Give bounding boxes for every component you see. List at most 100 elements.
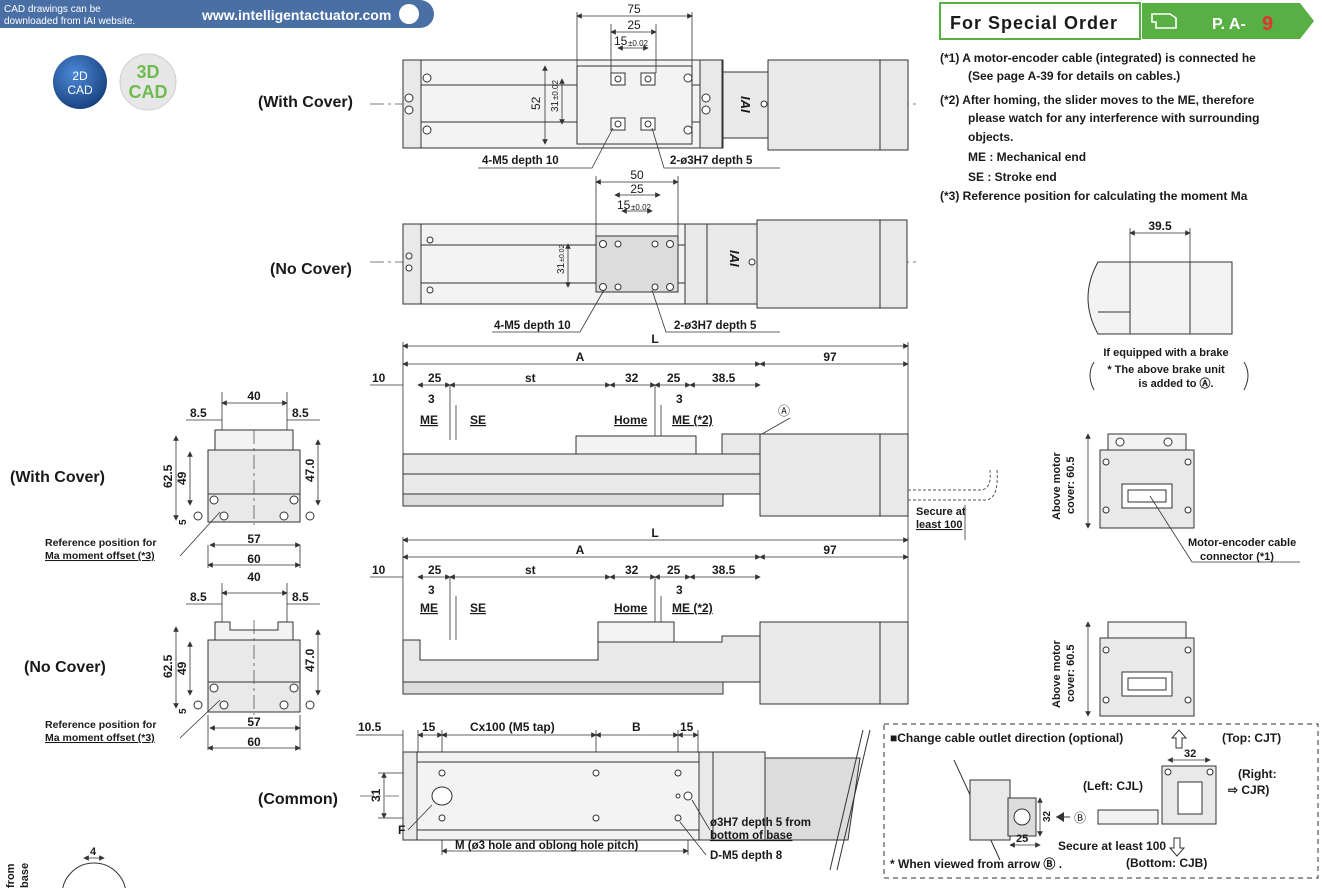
- dim-15-c: 15: [422, 720, 436, 734]
- dim-57: 57: [247, 532, 261, 546]
- ref-position-1b: Reference position for: [45, 719, 156, 731]
- banner-dot-icon: [399, 4, 419, 24]
- dim-A: A: [576, 350, 585, 364]
- dim-25-2b: 25: [667, 563, 681, 577]
- brake-caption-1: If equipped with a brake: [1103, 347, 1228, 359]
- dim-97-2: 97: [823, 543, 837, 557]
- secure-2: least 100: [916, 519, 962, 531]
- dim-25-b: 25: [630, 182, 644, 196]
- dim-3-2: 3: [428, 583, 435, 597]
- dim-8-5-a2: 8.5: [190, 590, 207, 604]
- iai-logo-2: IAI: [727, 250, 742, 267]
- dim-8-5-a: 8.5: [190, 406, 207, 420]
- above-motor-2b: cover: 60.5: [1065, 645, 1077, 702]
- dim-57-2: 57: [247, 715, 261, 729]
- motor-end-view-2: Above motor cover: 60.5: [1051, 621, 1195, 717]
- dim-3: 3: [428, 392, 435, 406]
- detail-base: base: [19, 863, 31, 888]
- dim-62-5-2: 62.5: [161, 654, 175, 678]
- label-home-b: Home: [614, 601, 648, 615]
- ref-position-1: Reference position for: [45, 537, 156, 549]
- dim-8-5-b: 8.5: [292, 406, 309, 420]
- slider-holes: [610, 72, 656, 131]
- banner-url-link[interactable]: www.intelligentactuator.com: [201, 7, 391, 23]
- pin-2: bottom of base: [710, 830, 792, 842]
- dim-L-2: L: [651, 526, 658, 540]
- special-order-title: For Special Order: [950, 13, 1118, 33]
- dim-25-side: 25: [428, 371, 442, 385]
- cad-2d-badge[interactable]: 2D CAD: [53, 55, 107, 109]
- cable-note: * When viewed from arrow Ⓑ .: [890, 856, 1062, 871]
- cad-2d-bottom: CAD: [67, 83, 93, 97]
- note-3: (*3) Reference position for calculating …: [940, 189, 1248, 203]
- dim-st-2: st: [525, 563, 536, 577]
- dim-60: 60: [247, 552, 261, 566]
- label-se-b: SE: [470, 601, 486, 615]
- dim-25: 25: [627, 18, 641, 32]
- above-motor-2: cover: 60.5: [1065, 457, 1077, 514]
- dim-3-b: 3: [676, 392, 683, 406]
- cad-download-banner[interactable]: CAD drawings can be downloaded from IAI …: [0, 0, 434, 28]
- arrow-left-icon: [1056, 812, 1070, 822]
- dim-75: 75: [627, 2, 641, 16]
- cable-secure: Secure at least 100: [1058, 839, 1166, 853]
- notes: (*1) A motor-encoder cable (integrated) …: [940, 51, 1259, 203]
- label-me: ME: [420, 413, 438, 427]
- dim-31-tol: ±0.02: [551, 79, 560, 100]
- special-order-page-ref: P. A-: [1212, 16, 1246, 33]
- dim-97: 97: [823, 350, 837, 364]
- note-2c: objects.: [968, 130, 1013, 144]
- note-me: ME : Mechanical end: [968, 150, 1086, 164]
- dim-15: 15: [614, 34, 628, 48]
- mark-b: Ⓑ: [1074, 811, 1086, 825]
- label-no-cover-top: (No Cover): [270, 261, 352, 278]
- iai-logo: IAI: [738, 96, 753, 113]
- dim-62-5: 62.5: [161, 464, 175, 488]
- ref-position-2b: Ma moment offset (*3): [45, 732, 155, 744]
- special-order-header[interactable]: For Special Order P. A- 9: [939, 2, 1314, 40]
- cad-3d-bottom: CAD: [129, 82, 168, 102]
- cad-3d-top: 3D: [136, 62, 159, 82]
- dim-31-b: 31: [556, 262, 567, 274]
- cad-2d-top: 2D: [72, 69, 88, 83]
- special-order-page-num: 9: [1262, 13, 1273, 35]
- brake-caption-3: is added to Ⓐ.: [1138, 376, 1213, 390]
- dim-52: 52: [529, 96, 543, 110]
- dim-49-2: 49: [175, 661, 189, 675]
- cable-right-2: ⇨ CJR): [1228, 783, 1269, 797]
- callout-tap: 4-M5 depth 10: [482, 155, 559, 167]
- banner-line2: downloaded from IAI website.: [4, 16, 135, 27]
- dim-31-c: 31: [369, 788, 383, 802]
- note-1b: (See page A-39 for details on cables.): [968, 69, 1180, 83]
- above-motor-1: Above motor: [1051, 451, 1063, 520]
- label-me-2: ME (*2): [672, 413, 713, 427]
- dim-st: st: [525, 371, 536, 385]
- dim-3-2b: 3: [676, 583, 683, 597]
- cad-3d-badge[interactable]: 3D CAD: [119, 53, 177, 111]
- secure-1: Secure at: [916, 506, 966, 518]
- dim-39-5: 39.5: [1148, 219, 1172, 233]
- dim-5-2: 5: [178, 708, 189, 714]
- dim-B: B: [632, 720, 641, 734]
- side-view-no-cover: L A 97 10 25 st 32 25 38.5 3 3 ME SE Hom…: [370, 526, 909, 705]
- side-view-with-cover: L A 97 10 25 st 32 25 38.5 3 3 ME SE Hom…: [370, 332, 998, 540]
- note-2b: please watch for any interference with s…: [968, 111, 1259, 125]
- cable-left: (Left: CJL): [1083, 779, 1143, 793]
- dim-38-5: 38.5: [712, 371, 736, 385]
- dim-15-d: 15: [680, 720, 694, 734]
- dim-40-2: 40: [247, 570, 261, 584]
- end-view-no-cover: 40 8.5 8.5 62.5 49 47.0 5 57 60 Referenc…: [45, 570, 321, 751]
- tap-holes: [438, 769, 682, 822]
- label-me-2b: ME (*2): [672, 601, 713, 615]
- label-se: SE: [470, 413, 486, 427]
- dim-47-2: 47.0: [303, 648, 317, 672]
- dim-32: 32: [625, 371, 639, 385]
- cable-right-1: (Right:: [1238, 767, 1277, 781]
- bottom-view-common: 10.5 15 Cx100 (M5 tap) B 15 31 F M (ø3: [356, 720, 871, 871]
- banner-line1: CAD drawings can be: [4, 4, 101, 15]
- connector-label-2: connector (*1): [1200, 551, 1274, 563]
- dim-A-2: A: [576, 543, 585, 557]
- pin-1: ø3H7 depth 5 from: [710, 817, 811, 829]
- dim-50: 50: [630, 168, 644, 182]
